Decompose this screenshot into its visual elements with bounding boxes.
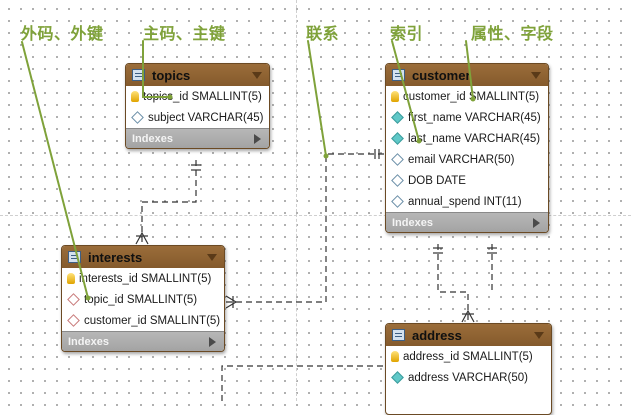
column-row[interactable]: first_name VARCHAR(45) <box>386 107 548 128</box>
column-row[interactable]: customer_id SMALLINT(5) <box>386 86 548 107</box>
column-label: address VARCHAR(50) <box>408 371 528 384</box>
column-row[interactable]: last_name VARCHAR(45) <box>386 128 548 149</box>
column-label: topics_id SMALLINT(5) <box>143 90 262 103</box>
collapse-caret-icon[interactable] <box>534 332 544 339</box>
column-label: email VARCHAR(50) <box>408 153 515 166</box>
column-row[interactable]: topic_id SMALLINT(5) <box>62 289 224 310</box>
collapse-caret-icon[interactable] <box>207 254 217 261</box>
table-header[interactable]: interests <box>62 246 224 268</box>
relationship-lines <box>135 149 497 401</box>
table-name: customer <box>412 67 471 83</box>
indexes-label: Indexes <box>392 216 433 229</box>
table-header[interactable]: customer <box>386 64 548 86</box>
column-label: customer_id SMALLINT(5) <box>84 314 221 327</box>
table-address[interactable]: address address_id SMALLINT(5) address V… <box>385 323 552 415</box>
table-name: address <box>412 327 462 343</box>
column-row[interactable]: DOB DATE <box>386 170 548 191</box>
collapse-caret-icon[interactable] <box>531 72 541 79</box>
rel-customer-interests <box>226 153 384 303</box>
table-icon <box>392 329 405 341</box>
column-label: last_name VARCHAR(45) <box>408 132 541 145</box>
indexes-label: Indexes <box>132 132 173 145</box>
table-header[interactable]: topics <box>126 64 269 86</box>
column-row[interactable]: annual_spend INT(11) <box>386 191 548 212</box>
annotation-attribute: 属性、字段 <box>471 24 554 43</box>
column-label: DOB DATE <box>408 174 466 187</box>
table-icon <box>132 69 145 81</box>
expand-arrow-icon[interactable] <box>254 134 261 144</box>
indexes-label: Indexes <box>68 335 109 348</box>
rel-interests-address <box>221 365 384 401</box>
primary-key-icon <box>391 91 399 102</box>
pointer-foreign-key <box>21 41 89 299</box>
pointer-relationship <box>307 40 327 157</box>
page-guide-vertical <box>296 0 297 401</box>
table-topics[interactable]: topics topics_id SMALLINT(5) subject VAR… <box>125 63 270 149</box>
pointer-index <box>391 40 420 142</box>
annotation-relationship: 联系 <box>306 24 340 43</box>
pointer-attribute <box>465 40 474 100</box>
primary-key-icon <box>67 273 75 284</box>
annotation-foreign-key: 外码、外键 <box>21 24 104 43</box>
column-label: topic_id SMALLINT(5) <box>84 293 198 306</box>
column-label: customer_id SMALLINT(5) <box>403 90 540 103</box>
indexes-section[interactable]: Indexes <box>126 128 269 148</box>
rel-customer-address <box>437 244 469 322</box>
primary-key-icon <box>131 91 139 102</box>
column-row[interactable]: subject VARCHAR(45) <box>126 107 269 128</box>
table-name: interests <box>88 249 143 265</box>
column-label: subject VARCHAR(45) <box>148 111 264 124</box>
table-customer[interactable]: customer customer_id SMALLINT(5) first_n… <box>385 63 549 233</box>
column-row[interactable]: topics_id SMALLINT(5) <box>126 86 269 107</box>
table-header[interactable]: address <box>386 324 551 346</box>
column-label: interests_id SMALLINT(5) <box>79 272 212 285</box>
primary-key-icon <box>391 351 399 362</box>
column-row[interactable]: address VARCHAR(50) <box>386 367 551 388</box>
page-guide-horizontal <box>0 215 631 216</box>
indexes-section[interactable]: Indexes <box>386 212 548 232</box>
expand-arrow-icon[interactable] <box>533 218 540 228</box>
rel-topics-interests <box>141 160 197 244</box>
annotation-index: 索引 <box>390 24 424 43</box>
column-row[interactable]: email VARCHAR(50) <box>386 149 548 170</box>
column-label: address_id SMALLINT(5) <box>403 350 533 363</box>
annotation-primary-key: 主码、主键 <box>143 24 226 43</box>
column-row[interactable]: interests_id SMALLINT(5) <box>62 268 224 289</box>
indexes-section[interactable]: Indexes <box>62 331 224 351</box>
table-name: topics <box>152 67 191 83</box>
column-row[interactable]: customer_id SMALLINT(5) <box>62 310 224 331</box>
annotation-pointers <box>21 40 476 301</box>
column-label: first_name VARCHAR(45) <box>408 111 541 124</box>
column-row[interactable]: address_id SMALLINT(5) <box>386 346 551 367</box>
collapse-caret-icon[interactable] <box>252 72 262 79</box>
column-label: annual_spend INT(11) <box>408 195 522 208</box>
pointer-primary-key <box>142 40 171 98</box>
expand-arrow-icon[interactable] <box>209 337 216 347</box>
